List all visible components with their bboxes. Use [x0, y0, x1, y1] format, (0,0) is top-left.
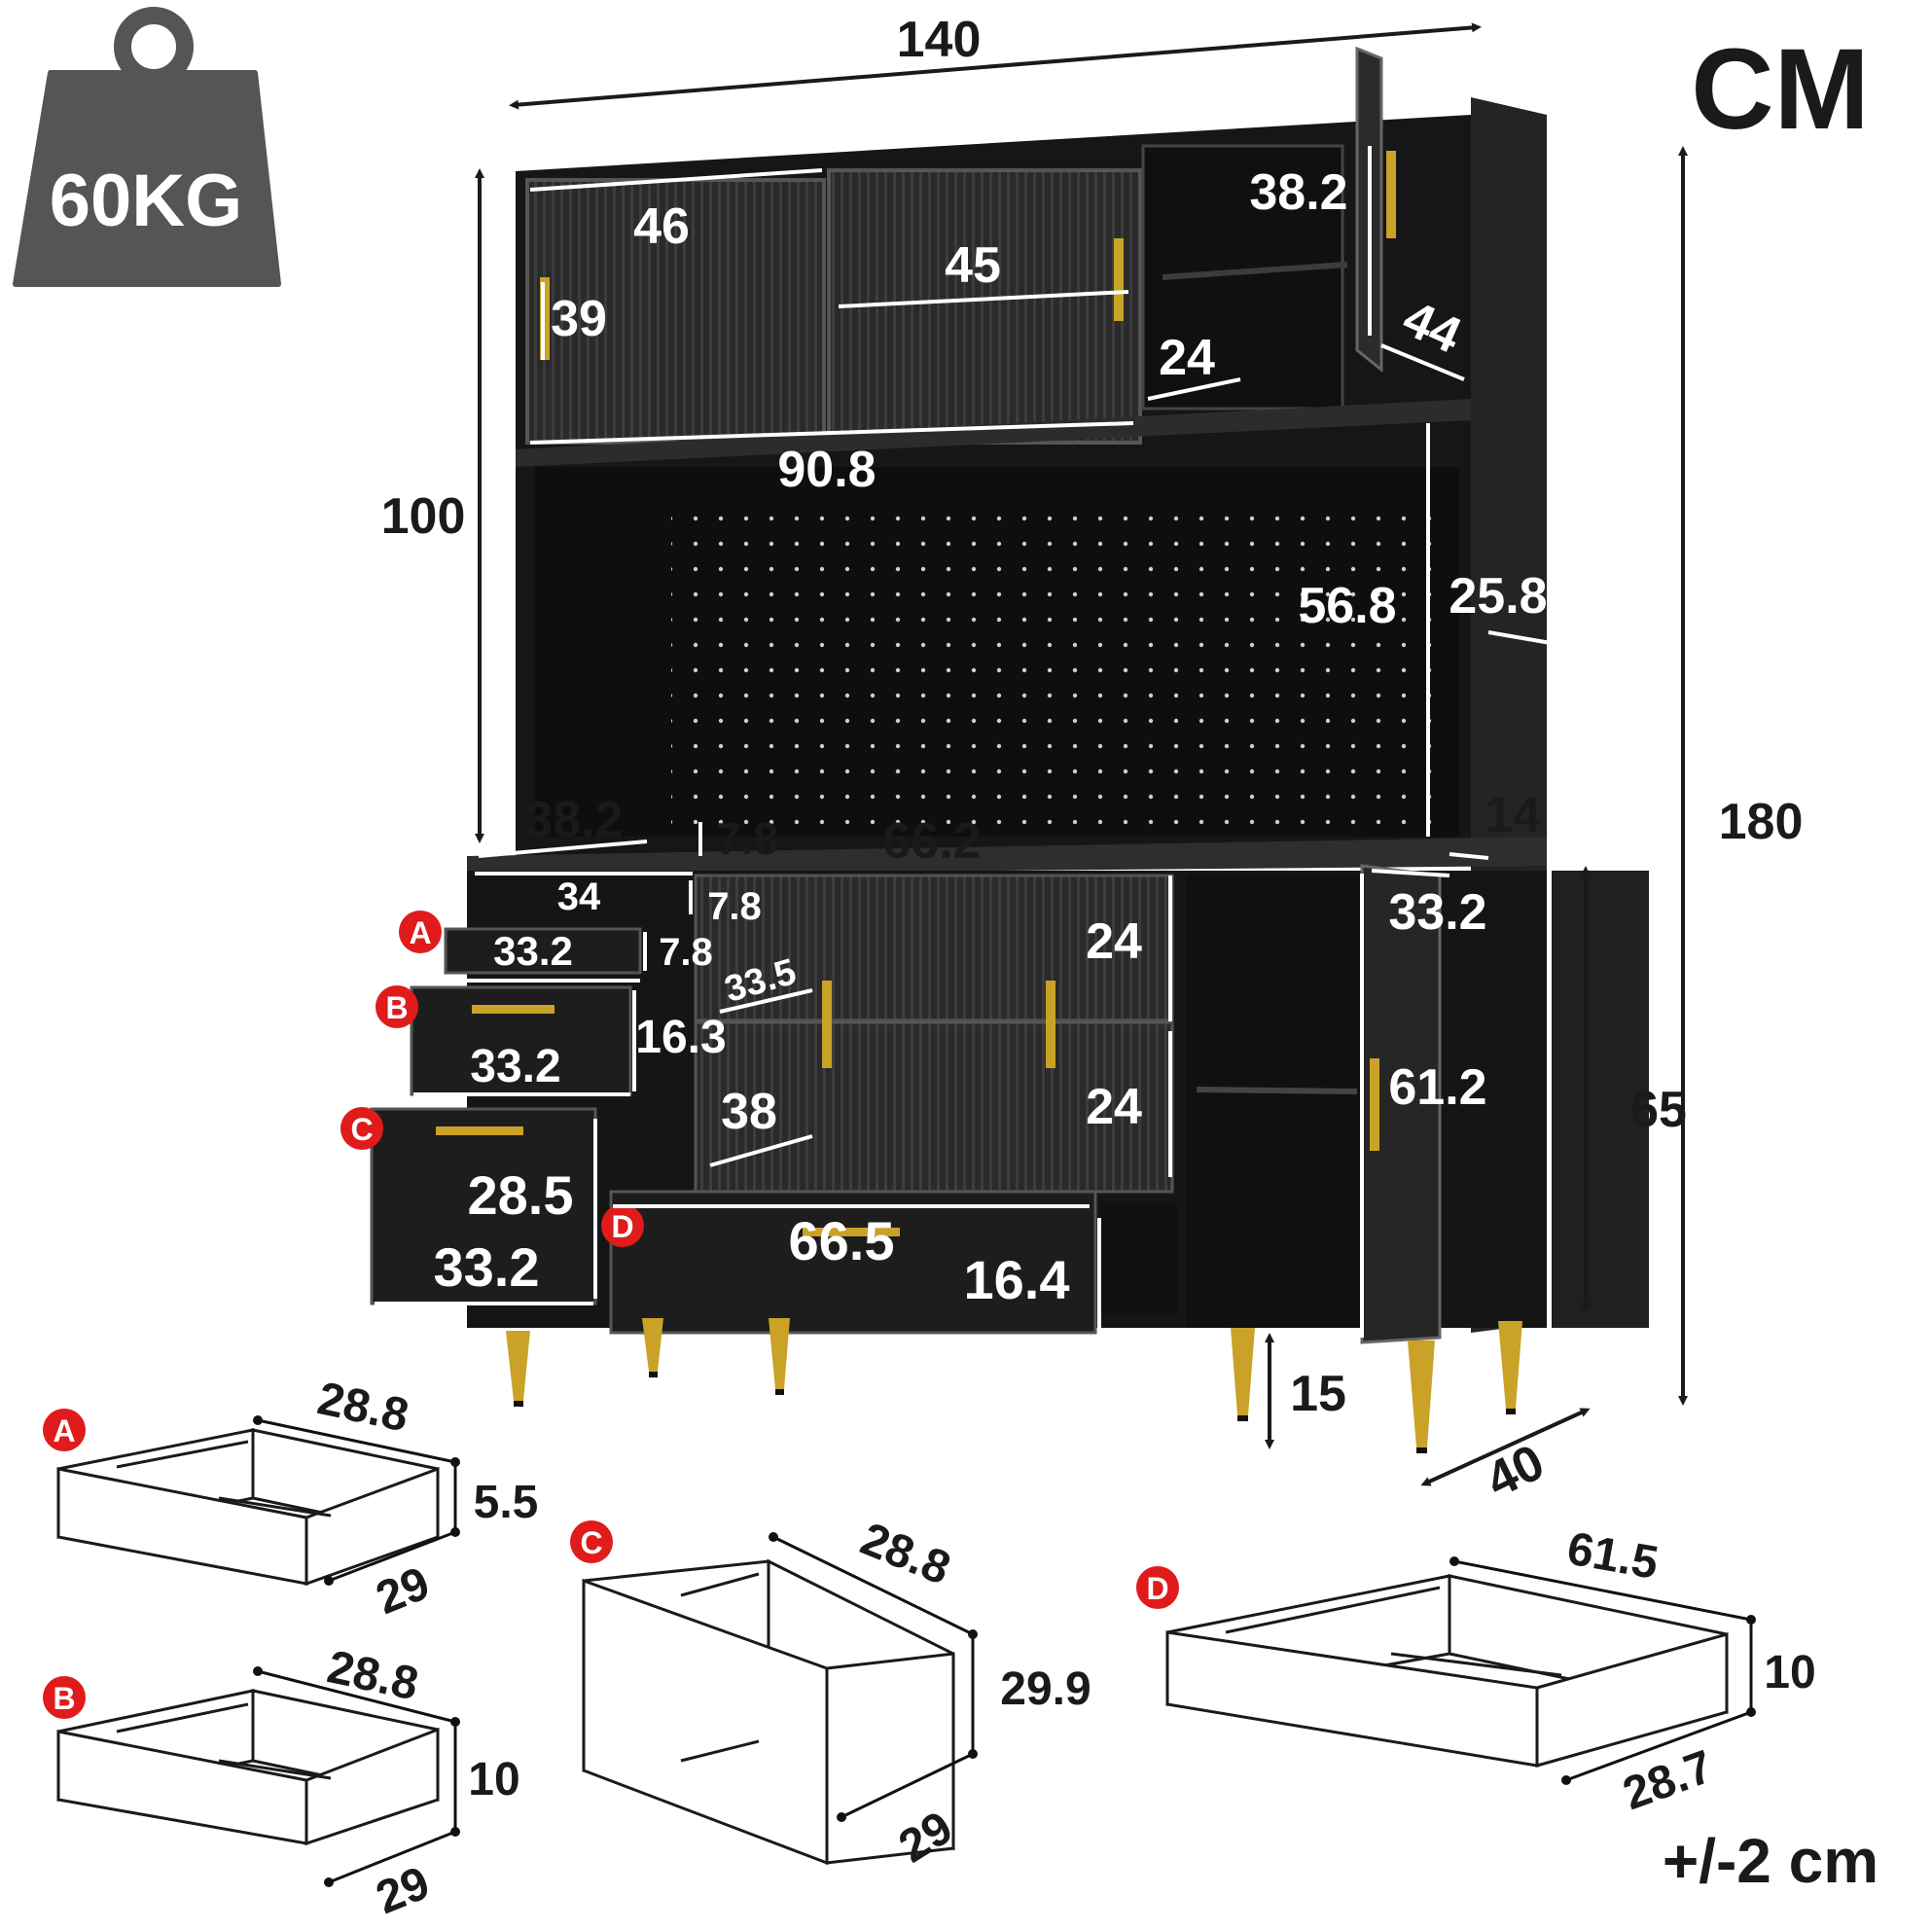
- dim-drawer-b-height: 16.3: [635, 1012, 726, 1063]
- drawer-d-height: 10: [1764, 1647, 1815, 1698]
- dim-glass-width: 46: [633, 198, 690, 255]
- drawer-a: [444, 927, 642, 975]
- dim-drawer-d-height: 16.4: [964, 1249, 1070, 1310]
- dim-shelf-depth: 24: [1159, 330, 1215, 386]
- dim-upper-height: 100: [381, 488, 466, 545]
- drawer-b-width: 28.8: [323, 1641, 422, 1710]
- dim-glass-height: 39: [551, 291, 607, 347]
- dim-drawer-b-width: 33.2: [470, 1041, 560, 1092]
- badge-b: B: [376, 985, 418, 1028]
- tolerance-note: +/-2 cm: [1663, 1826, 1878, 1896]
- dim-left-inner: 34: [557, 876, 601, 918]
- unit-label: CM: [1691, 25, 1870, 154]
- glass-door-middle: [827, 168, 1142, 445]
- dark-arrows: [475, 22, 1688, 1486]
- drawer-detail-c: C 28.8 29.9 29: [570, 1514, 1091, 1873]
- dim-left-top: 38.2: [524, 792, 623, 848]
- drawer-detail-d: D 61.5 10 28.7: [1136, 1523, 1816, 1821]
- cabinet: [370, 46, 1649, 1453]
- drawer-detail-a: A 28.8 5.5 29: [43, 1373, 538, 1625]
- dim-drawer-c-height: 28.5: [468, 1164, 574, 1226]
- dim-gap-mid: 7.8: [707, 885, 762, 928]
- badge-a: A: [399, 911, 442, 953]
- dim-leg-height: 15: [1290, 1366, 1346, 1422]
- drawer-a-width: 28.8: [313, 1373, 412, 1442]
- legs: [506, 1318, 1522, 1448]
- drawer-c: [370, 1107, 597, 1305]
- drawer-badges: A B C D: [340, 911, 644, 1247]
- drawer-detail-b: B 28.8 10 29: [43, 1641, 520, 1924]
- dim-side-depth: 25.8: [1449, 568, 1547, 625]
- dim-lower-height: 65: [1630, 1082, 1687, 1138]
- dim-gap-top: 7.8: [716, 813, 778, 864]
- badge-d: D: [601, 1204, 644, 1247]
- white-labels: 46 39 45 38.2 24 44 90.8 56.8 25.8 34 7.…: [434, 164, 1548, 1310]
- dim-width: 140: [897, 12, 982, 68]
- drawer-d-width: 61.5: [1563, 1523, 1662, 1590]
- svg-text:B: B: [385, 990, 408, 1025]
- dim-side-door-width: 38.2: [1249, 164, 1347, 221]
- drawer-d-label: D: [1146, 1571, 1168, 1606]
- dim-sliding-width: 45: [945, 237, 1001, 294]
- pegboard: [671, 516, 1449, 827]
- drawer-c-label: C: [580, 1525, 602, 1560]
- dim-height: 180: [1719, 794, 1804, 850]
- lower-glass-doors: [694, 874, 1174, 1194]
- drawer-b-height: 10: [468, 1754, 519, 1805]
- drawer-d-depth: 28.7: [1617, 1741, 1720, 1821]
- worktop: [467, 837, 1547, 876]
- dim-open-width: 90.8: [777, 442, 876, 498]
- dim-shelf-top: 24: [1086, 913, 1142, 970]
- dim-pegboard-height: 56.8: [1298, 578, 1396, 634]
- svg-text:C: C: [350, 1112, 373, 1147]
- svg-text:A: A: [409, 915, 431, 950]
- drawer-b-depth: 29: [370, 1857, 437, 1924]
- drawer-a-label: A: [53, 1413, 75, 1448]
- drawer-a-depth: 29: [370, 1557, 437, 1625]
- drawer-b-label: B: [53, 1681, 75, 1716]
- drawer-d: [609, 1190, 1097, 1335]
- dim-drawer-a-width: 33.2: [493, 928, 573, 974]
- dim-counter-depth: 14: [1485, 787, 1541, 843]
- dim-drawer-c-width: 33.2: [434, 1236, 540, 1298]
- dim-right-height: 61.2: [1388, 1059, 1486, 1116]
- dim-depth: 40: [1478, 1434, 1553, 1509]
- svg-text:D: D: [611, 1209, 633, 1244]
- weight-icon: 60KG: [13, 7, 281, 287]
- dim-drawer-d-width: 66.5: [789, 1210, 895, 1271]
- badge-c: C: [340, 1107, 383, 1150]
- dim-shelf-bottom: 24: [1086, 1079, 1142, 1135]
- dim-right-width: 33.2: [1388, 884, 1486, 941]
- dark-labels: 140 180 100 65 15 40 38.2 7.8 66.2 14: [381, 12, 1804, 1509]
- white-arrows: [375, 146, 1557, 1338]
- drawer-c-height: 29.9: [1000, 1663, 1091, 1715]
- dim-center-width: 66.2: [882, 813, 981, 870]
- dim-inner-depth: 38: [721, 1084, 777, 1140]
- glass-door-left: [525, 178, 826, 445]
- drawer-a-height: 5.5: [474, 1477, 539, 1528]
- weight-label: 60KG: [50, 160, 243, 242]
- dim-gap-a: 7.8: [659, 931, 713, 974]
